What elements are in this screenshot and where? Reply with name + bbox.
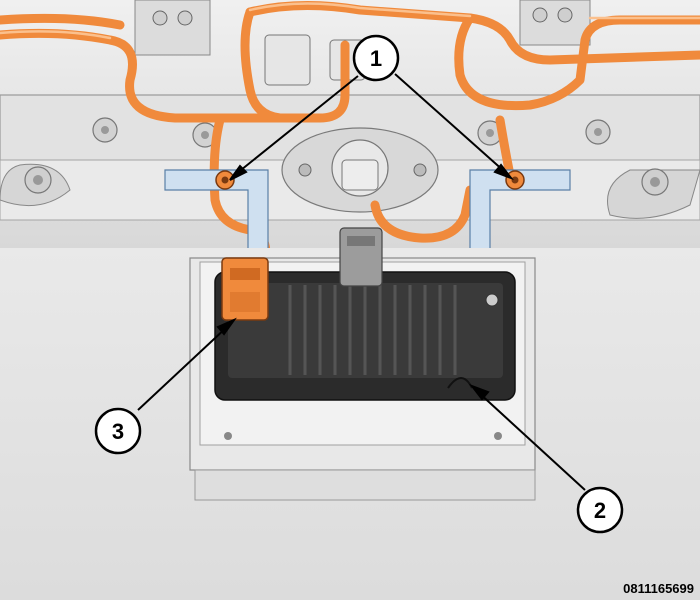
harness-connector bbox=[221, 257, 269, 321]
callout-3: 3 bbox=[94, 407, 142, 455]
control-module bbox=[214, 227, 516, 401]
callout-2: 2 bbox=[576, 486, 624, 534]
callout-1-label: 1 bbox=[370, 46, 382, 71]
callout-1: 1 bbox=[352, 34, 400, 82]
callout-3-label: 3 bbox=[112, 419, 124, 444]
leader-lines bbox=[137, 73, 586, 491]
figure-id: 0811165699 bbox=[623, 581, 694, 596]
mounting-nuts bbox=[215, 170, 525, 190]
callout-2-label: 2 bbox=[594, 498, 606, 523]
harness-highlights bbox=[0, 2, 700, 40]
